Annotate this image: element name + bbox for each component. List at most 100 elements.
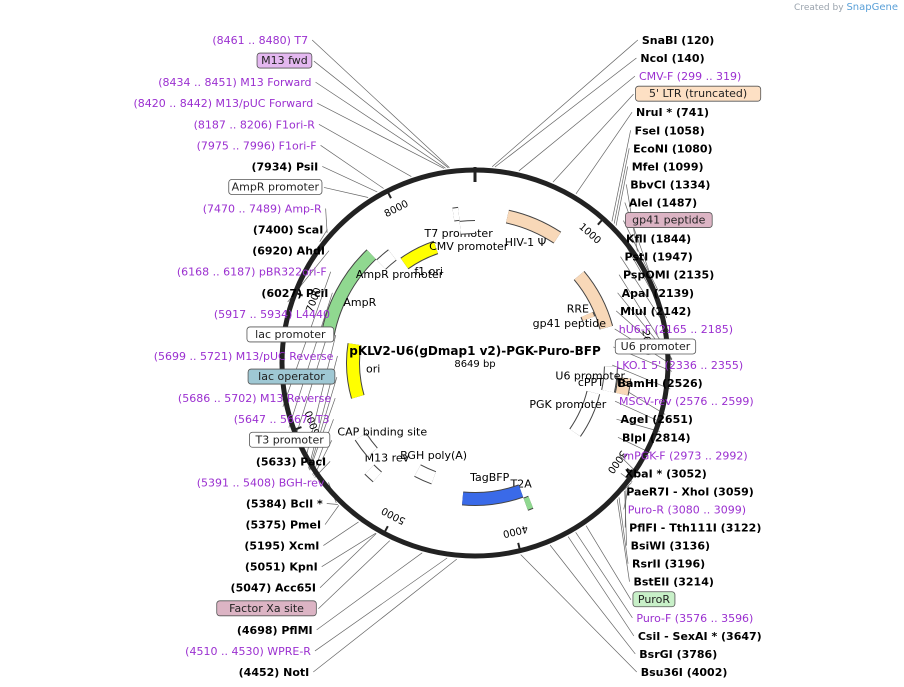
feature-box[interactable] <box>635 85 762 102</box>
site-label[interactable]: FseI (1058) <box>635 124 705 137</box>
feature-cap-binding-site[interactable] <box>355 433 378 457</box>
leader-line <box>323 521 359 546</box>
leader-line <box>319 533 377 588</box>
site-label[interactable]: (7934) PsiI <box>251 160 318 173</box>
site-label[interactable]: BlpI (2814) <box>622 431 691 444</box>
leader-line <box>618 497 629 564</box>
primer-label[interactable]: Puro-F (3576 .. 3596) <box>636 612 753 625</box>
site-label[interactable]: AgeI (2651) <box>620 413 692 426</box>
primer-label[interactable]: (5647 .. 5667) T3 <box>234 413 330 426</box>
primer-label[interactable]: (5391 .. 5408) BGH-rev <box>197 476 325 489</box>
feature-pgk-promoter[interactable] <box>570 391 600 437</box>
feature-u6-promoter[interactable] <box>602 366 617 393</box>
site-label[interactable]: PstI (1947) <box>625 251 693 264</box>
feature-box[interactable] <box>624 212 713 228</box>
site-label[interactable]: MfeI (1099) <box>632 160 704 173</box>
site-label[interactable]: (4452) NotI <box>239 666 310 679</box>
primer-label[interactable]: (5917 .. 5934) L4440 <box>214 308 330 321</box>
feature-box[interactable] <box>216 600 317 617</box>
site-label[interactable]: MluI (2142) <box>620 305 691 318</box>
feature-cmv-promoter[interactable] <box>459 221 476 234</box>
primer-label[interactable]: (8420 .. 8442) M13/pUC Forward <box>134 97 314 110</box>
feature-box[interactable] <box>228 179 323 195</box>
site-label[interactable]: BstEII (3214) <box>633 576 713 589</box>
credit: Created by SnapGene <box>794 2 898 13</box>
primer-label[interactable]: hU6-F (2165 .. 2185) <box>619 323 733 336</box>
site-label[interactable]: BbvCI (1334) <box>630 178 710 191</box>
feature-t2a[interactable] <box>523 496 534 510</box>
primer-label[interactable]: (4510 .. 4530) WPRE-R <box>185 645 311 658</box>
site-label[interactable]: (5051) KpnI <box>245 561 318 574</box>
leader-line <box>575 112 633 195</box>
site-label[interactable]: (6027) PciI <box>261 287 328 300</box>
tick-label-8000: 8000 <box>383 199 411 220</box>
feature-box[interactable] <box>632 591 676 608</box>
site-label[interactable]: (7400) ScaI <box>253 224 323 237</box>
site-label[interactable]: BsiWI (3136) <box>631 540 710 553</box>
site-label[interactable]: XbaI * (3052) <box>625 467 707 480</box>
feature-label: gp41 peptide <box>533 317 607 330</box>
site-label[interactable]: CsiI - SexAI * (3647) <box>638 630 762 643</box>
site-label[interactable]: PflFI - Tth111I (3122) <box>629 522 761 535</box>
primer-label[interactable]: (7470 .. 7489) Amp-R <box>203 203 322 216</box>
primer-label[interactable]: LKO.1 5' (2336 .. 2355) <box>616 359 743 372</box>
site-label[interactable]: (5195) XcmI <box>244 540 319 553</box>
feature-rre[interactable] <box>574 271 613 330</box>
feature-ampr-promoter[interactable] <box>376 250 397 270</box>
primer-label[interactable]: CMV-F (299 .. 319) <box>639 70 741 83</box>
site-label[interactable]: PaeR7I - XhoI (3059) <box>626 485 754 498</box>
primer-label[interactable]: (5699 .. 5721) M13/pUC Reverse <box>154 350 334 363</box>
site-label[interactable]: ApaI (2139) <box>622 287 694 300</box>
feature-box[interactable] <box>614 338 697 355</box>
primer-label[interactable]: (8187 .. 8206) F1ori-R <box>194 118 316 131</box>
feature-f1-ori[interactable] <box>400 241 439 269</box>
feature-label: PGK promoter <box>529 398 606 411</box>
feature-box[interactable] <box>246 326 335 343</box>
site-label[interactable]: NcoI (140) <box>640 52 704 65</box>
site-label[interactable]: (5375) PmeI <box>245 519 321 532</box>
feature-box[interactable] <box>256 52 313 69</box>
feature-gp41-peptide[interactable] <box>581 312 595 321</box>
primer-label[interactable]: Puro-R (3080 .. 3099) <box>628 503 746 516</box>
site-label[interactable]: SnaBI (120) <box>642 34 715 47</box>
site-label[interactable]: (6920) AhdI <box>252 245 325 258</box>
primer-label[interactable]: (8434 .. 8451) M13 Forward <box>158 76 311 89</box>
feature-tagbfp[interactable] <box>462 485 523 505</box>
tick-label-5000: 5000 <box>380 504 408 526</box>
site-label[interactable]: BamHI (2526) <box>618 377 703 390</box>
primer-label[interactable]: MSCV-rev (2576 .. 2599) <box>619 395 754 408</box>
primer-label[interactable]: (8461 .. 8480) T7 <box>212 34 308 47</box>
site-label[interactable]: PspOMI (2135) <box>623 269 714 282</box>
site-label[interactable]: (5384) BclI * <box>246 497 323 510</box>
primer-label[interactable]: (6168 .. 6187) pBR322ori-F <box>177 266 327 279</box>
feature-ori[interactable] <box>347 343 364 399</box>
feature-box[interactable] <box>249 431 331 448</box>
primer-label[interactable]: (7975 .. 7996) F1ori-F <box>197 139 317 152</box>
site-label[interactable]: (4698) PflMI <box>237 624 313 637</box>
feature-label: TagBFP <box>469 471 509 484</box>
site-label[interactable]: KflI (1844) <box>626 233 691 246</box>
site-label[interactable]: (5047) Acc65I <box>231 582 316 595</box>
feature-bgh-poly-a-[interactable] <box>414 465 436 484</box>
leader-line <box>623 485 630 510</box>
leader-line <box>288 292 333 428</box>
feature-box[interactable] <box>247 368 336 385</box>
feature-cppt-cts[interactable] <box>615 377 631 396</box>
plasmid-size: 8649 bp <box>454 359 495 370</box>
feature-m13-rev[interactable] <box>365 465 382 482</box>
leader-line <box>549 544 636 655</box>
leader-line <box>613 148 630 224</box>
site-label[interactable]: RsrII (3196) <box>632 558 705 571</box>
site-label[interactable]: AleI (1487) <box>629 197 697 210</box>
primer-label[interactable]: mPGK-F (2973 .. 2992) <box>623 449 747 462</box>
site-label[interactable]: (5633) PacI <box>256 455 326 468</box>
site-label[interactable]: EcoNI (1080) <box>633 142 712 155</box>
site-label[interactable]: NruI * (741) <box>636 106 709 119</box>
site-label[interactable]: Bsu36I (4002) <box>641 666 728 679</box>
primer-label[interactable]: (5686 .. 5702) M13 Reverse <box>178 392 331 405</box>
snapgene-logo[interactable]: SnapGene <box>846 2 898 13</box>
site-label[interactable]: BsrGI (3786) <box>639 648 717 661</box>
feature-t7-promoter[interactable] <box>452 207 460 221</box>
feature-hiv-1-[interactable] <box>506 210 561 243</box>
